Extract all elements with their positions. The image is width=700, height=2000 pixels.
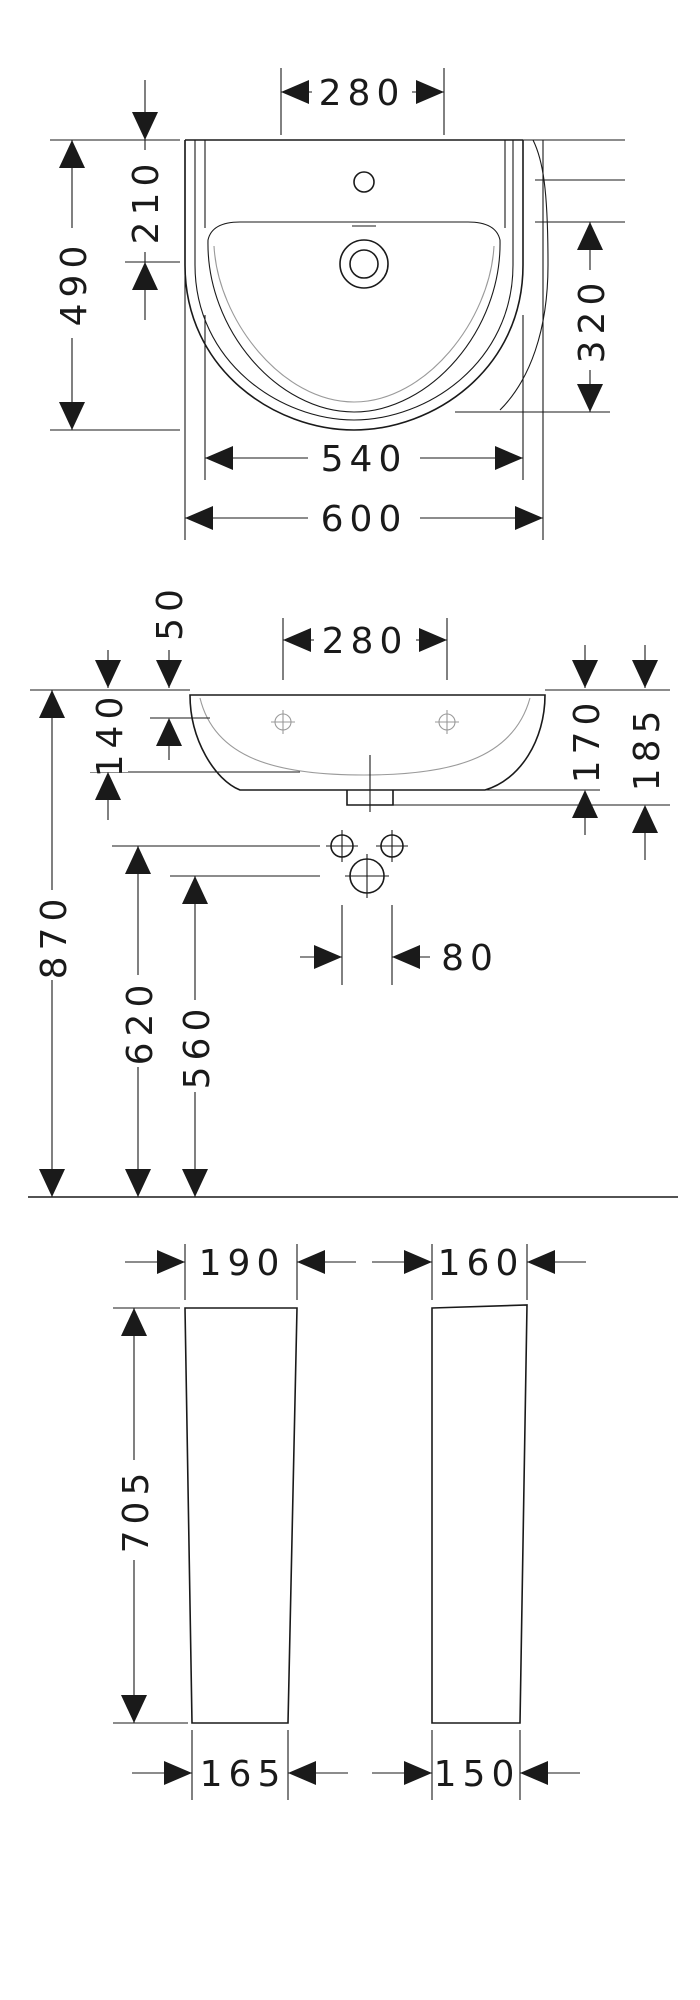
dim-front-mount-height: 870 — [34, 893, 75, 980]
dim-front-overall-height: 185 — [627, 705, 668, 792]
tap-hole — [353, 171, 375, 193]
dim-front-tap-spacing: 280 — [322, 621, 409, 662]
top-view: 280 210 490 320 540 — [50, 68, 625, 540]
dim-pedestal-height: 705 — [116, 1467, 157, 1554]
basin-deck — [204, 140, 506, 228]
dim-front-supply-spacing: 80 — [441, 938, 499, 979]
waste-symbol — [345, 854, 389, 898]
dim-top-outer-width: 600 — [321, 499, 408, 540]
basin-outline-top — [184, 140, 524, 431]
dim-pedestal-side-bottom: 150 — [434, 1754, 521, 1795]
front-view: 280 50 140 170 185 — [28, 583, 678, 1198]
dim-top-total-depth: 490 — [54, 240, 95, 327]
dim-front-rim-height: 140 — [90, 691, 131, 778]
dim-front-waste-height: 620 — [120, 979, 161, 1066]
tap-hole-marker-right — [435, 710, 459, 734]
basin-outline-front — [189, 694, 546, 791]
pedestal-side — [431, 1304, 528, 1724]
dim-top-inner-width: 540 — [321, 439, 408, 480]
drain — [339, 239, 389, 289]
dim-pedestal-side-top: 160 — [438, 1243, 525, 1284]
supply-symbol-right — [376, 830, 408, 862]
basin-inner-outline-top — [194, 140, 514, 421]
dim-top-depth-back: 210 — [126, 158, 167, 245]
dim-top-bowl-depth: 320 — [572, 277, 613, 364]
dim-front-supply-height: 560 — [177, 1003, 218, 1090]
supply-symbol-left — [326, 830, 358, 862]
dim-pedestal-front-top: 190 — [199, 1243, 286, 1284]
bowl-top — [207, 221, 501, 413]
pedestal-front — [184, 1307, 298, 1724]
dim-top-tap-spacing: 280 — [319, 73, 406, 114]
dim-front-side-height: 170 — [567, 697, 608, 784]
dim-pedestal-front-bottom: 165 — [200, 1754, 287, 1795]
dim-front-rim-top: 50 — [150, 583, 191, 641]
pedestals: 190 160 705 165 150 — [113, 1243, 586, 1800]
tap-hole-marker-left — [271, 710, 295, 734]
